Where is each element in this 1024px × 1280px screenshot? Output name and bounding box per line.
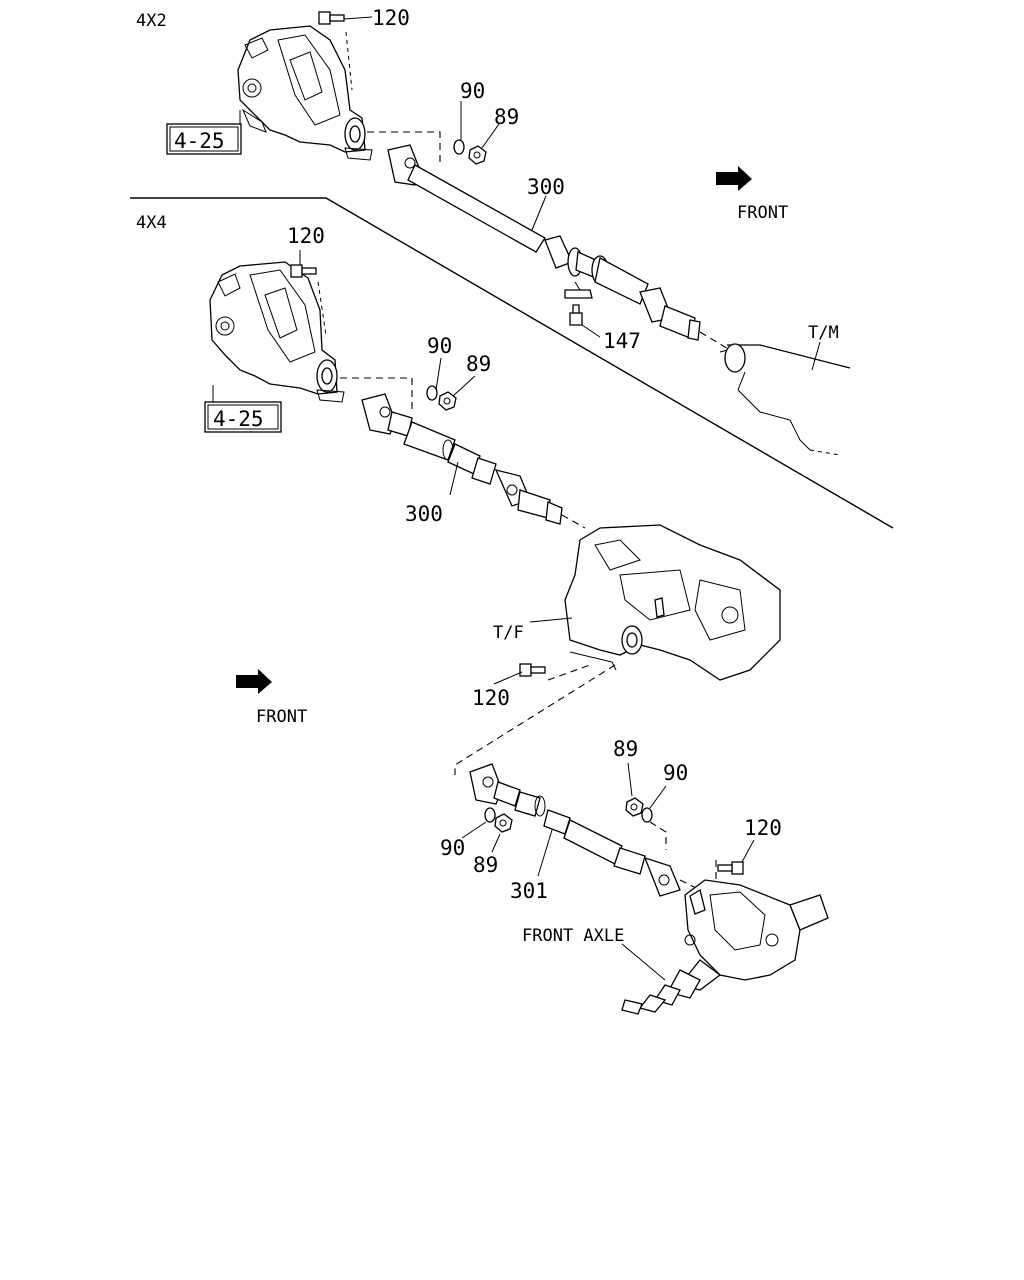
propeller-shaft-300-4x4 [340,377,586,529]
bolt-guide-4x2 [345,31,353,91]
nut-89-4x2 [468,145,487,165]
rear-differential-4x4 [209,261,345,403]
callout-90-4x2: 90 [460,79,485,103]
callout-300-4x4: 300 [405,502,443,526]
center-bearing-bracket [564,281,593,326]
callout-89-front-lower: 89 [473,853,498,877]
callout-90-4x4: 90 [427,334,452,358]
callout-90-front-lower: 90 [440,836,465,860]
callout-301: 301 [510,879,548,903]
nut-89-4x4-rear [438,391,457,411]
callout-90-front-upper: 90 [663,761,688,785]
bolt-guide-transfer [547,664,591,681]
bolt-120-4x2 [318,11,345,25]
reference-box-4-25-a: 4-25 [166,123,242,155]
front-arrow-icon-2 [236,669,272,694]
nut-89-front-lower [494,813,513,833]
bolt-120-transfer [519,663,546,677]
callout-120-4x2: 120 [372,6,410,30]
reference-box-4-25-b: 4-25 [204,401,282,433]
label-transmission: T/M [808,323,839,343]
washer-90-4x2 [453,139,465,155]
callout-89-4x2: 89 [494,105,519,129]
washer-90-4x4-rear [426,385,438,401]
front-label-1: FRONT [737,203,788,223]
section-label-4x4: 4X4 [136,213,167,233]
label-transfer: T/F [493,623,524,643]
washer-90-front-upper [641,807,653,823]
rear-differential-4x2 [237,25,373,161]
washer-90-front-lower [484,807,496,823]
transfer-case [564,524,781,681]
reference-4-25-a: 4-25 [174,129,225,153]
label-front-axle: FRONT AXLE [522,926,624,946]
callout-120-4x4: 120 [287,224,325,248]
nut-89-front-upper [625,797,644,817]
callout-147: 147 [603,329,641,353]
section-divider [130,197,894,529]
propeller-shaft-300-4x2 [367,131,731,351]
callout-300-4x2: 300 [527,175,565,199]
transmission [719,343,851,456]
callout-89-4x4: 89 [466,352,491,376]
section-label-4x2: 4X2 [136,11,167,31]
front-bolt-guide-upper [649,821,667,850]
bolt-guide-4x4 [317,281,327,336]
front-label-2: FRONT [256,707,307,727]
reference-4-25-b: 4-25 [213,407,264,431]
callout-120-transfer: 120 [472,686,510,710]
callout-89-front-upper: 89 [613,737,638,761]
front-arrow-icon-1 [716,166,752,191]
bolt-120-4x4-rear [290,264,317,278]
front-propeller-shaft-301 [454,664,701,897]
front-axle [621,879,829,1015]
callout-120-front-axle: 120 [744,816,782,840]
bolt-120-front-axle [717,861,744,875]
